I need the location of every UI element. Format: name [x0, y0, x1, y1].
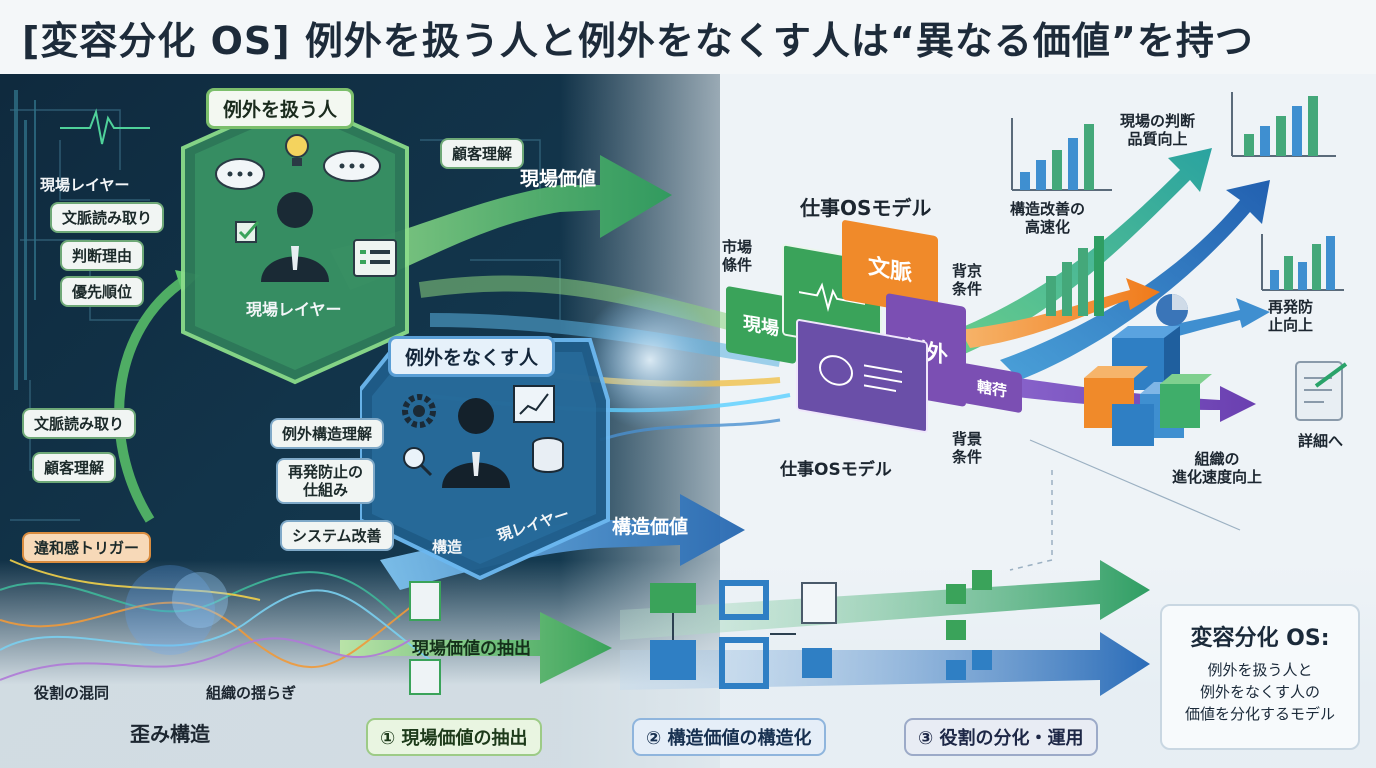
lightbulb-icon: [285, 134, 309, 166]
summary-title: 変容分化 OS:: [1190, 626, 1330, 651]
background-conditions-bottom: 背景 条件: [952, 430, 982, 466]
exception-handler-heading: 例外を扱う人: [206, 88, 355, 129]
outcome-structure-speed: 構造改善の 高速化: [1010, 200, 1085, 236]
outcome-structure-speed-text: 構造改善の 高速化: [1010, 200, 1086, 236]
left-group-label: 現場レイヤー: [40, 176, 130, 194]
item-context-reading: 文脈読み取り: [50, 202, 165, 233]
step-2: ② 構造価値の構造化: [632, 718, 826, 756]
discomfort-trigger: 違和感トリガー: [22, 532, 152, 563]
list-icon: [353, 239, 397, 277]
chart-board-icon: [513, 385, 555, 423]
left-item-context-reading: 文脈読み取り: [22, 408, 137, 439]
outcome-prevention-text: 再発防 止向上: [1268, 298, 1314, 334]
outcome-judgment-quality-text: 現場の判断 品質向上: [1120, 112, 1196, 148]
outcome-judgment-quality: 現場の判断 品質向上: [1120, 112, 1195, 148]
item-system-improvement: システム改善: [280, 520, 394, 551]
structure-value-arrow-label: 構造価値: [612, 516, 689, 538]
field-value-arrow-label: 現場価値: [520, 168, 597, 190]
item-exception-structure: 例外構造理解: [270, 418, 385, 449]
page-title: [変容分化 OS] 例外を扱う人と例外をなくす人は“異なる価値”を持つ: [22, 19, 1254, 63]
cube-cluster-icon: [1084, 326, 1212, 446]
extraction-arrow-label: 現場価値の抽出: [412, 639, 531, 659]
process-icons: [409, 570, 992, 695]
item-prevention-mechanism-text: 再発防止の 仕組み: [288, 463, 364, 499]
step-1: ① 現場価値の抽出: [366, 718, 542, 756]
document-icon: [1295, 361, 1348, 421]
bar-chart-icon: [1011, 92, 1344, 316]
os-model-caption: 仕事OSモデル: [780, 460, 892, 480]
waveform-icon: [799, 282, 865, 313]
tag-customer-understanding: 顧客理解: [440, 138, 525, 169]
exception-eliminator-heading: 例外をなくす人: [388, 336, 556, 377]
summary-box: 変容分化 OS: 例外を扱う人と 例外をなくす人の 価値を分化するモデル: [1160, 604, 1360, 750]
gear-icon: [402, 394, 436, 428]
detail-link[interactable]: 詳細へ: [1298, 432, 1344, 450]
market-conditions-text: 市場 條件: [722, 238, 753, 274]
outcome-org-evolution: 組織の 進化速度向上: [1172, 450, 1262, 486]
os-model-title: 仕事OSモデル: [800, 196, 932, 220]
role-confusion-label: 役割の混同: [34, 684, 110, 702]
item-judgment-reason: 判断理由: [60, 240, 145, 271]
database-icon: [532, 437, 564, 473]
background-conditions-top: 背京 条件: [952, 262, 982, 298]
brain-icon: [819, 355, 902, 392]
org-instability-label: 組織の揺らぎ: [206, 684, 297, 702]
step-3: ③ 役割の分化・運用: [904, 718, 1098, 756]
background-conditions-bottom-text: 背景 条件: [952, 430, 983, 466]
item-priority: 優先順位: [60, 276, 145, 307]
outcome-prevention: 再発防 止向上: [1268, 298, 1313, 334]
distortion-structure-label: 歪み構造: [130, 722, 210, 746]
background-conditions-top-text: 背京 条件: [952, 262, 983, 298]
magnifier-icon: [403, 447, 433, 477]
person-icon: [442, 398, 510, 488]
field-layer-label: 現場レイヤー: [246, 300, 342, 319]
thought-cloud-icon: [323, 150, 381, 182]
outcome-org-evolution-text: 組織の 進化速度向上: [1172, 450, 1263, 486]
os-card-waveform: [782, 243, 882, 353]
checkbox-icon: [235, 221, 260, 243]
structure-layer-label-left: 構造: [432, 538, 463, 556]
item-prevention-mechanism: 再発防止の 仕組み: [276, 458, 376, 504]
left-item-customer-understanding: 顧客理解: [32, 452, 117, 483]
title-bar: [0, 0, 1376, 74]
speech-cloud-icon: [215, 158, 265, 190]
summary-body: 例外を扱う人と 例外をなくす人の 価値を分化するモデル: [1184, 661, 1335, 723]
os-card-brain: [796, 318, 928, 434]
person-icon: [261, 192, 329, 282]
market-conditions-label: 市場 條件: [722, 238, 752, 274]
